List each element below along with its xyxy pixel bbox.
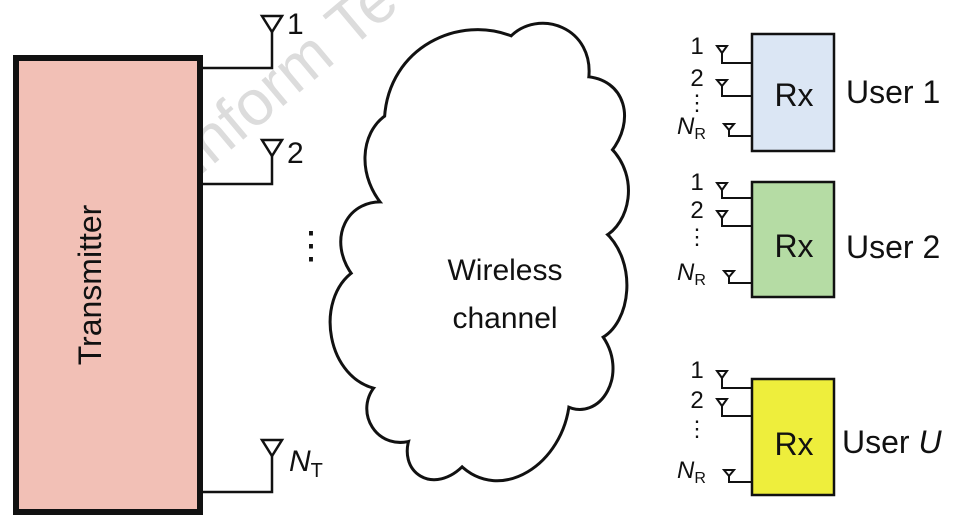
channel-label-line1: Wireless [447,254,562,287]
user-1-rx-box [750,32,836,153]
tx-antenna-nt [203,438,285,494]
user-1-antenna-ellipsis: ⋮ [686,90,708,115]
user-1-antenna-nr-label: NR [677,113,706,143]
user-2-receiver [715,180,836,299]
tx-antenna-1-label: 1 [287,8,304,41]
channel-label-line2: channel [452,302,557,335]
user-u-antenna-1-label: 1 [690,357,703,384]
tx-antenna-nt-label: NT [289,445,323,482]
user-2-antenna-1-label: 1 [690,169,703,196]
user-u-receiver [715,370,836,497]
user-u-name: User U [842,424,942,460]
user-u-antenna-2-label: 2 [690,387,703,414]
transmitter-label: Transmitter [72,204,108,365]
user-u-rx-label: Rx [774,426,813,462]
user-2-name: User 2 [846,229,940,265]
user-u-rx-box [750,377,836,497]
user-2-rx-box [750,180,836,299]
user-1-receiver [714,32,836,153]
user-1-name: User 1 [846,74,940,110]
user-u-antenna-ellipsis: ⋮ [686,416,708,441]
transmitter-block [13,55,203,515]
user-1-antenna-1-label: 1 [690,33,703,60]
wireless-channel-cloud [328,21,630,483]
tx-antenna-2 [203,138,285,186]
user-2-antenna-ellipsis: ⋮ [686,224,708,249]
user-2-antenna-nr-label: NR [677,259,706,289]
user-1-antenna-2-label: 2 [690,65,703,92]
tx-antenna-1 [203,14,285,70]
user-1-rx-label: Rx [774,77,813,113]
tx-antenna-ellipsis: ⋮ [292,225,330,267]
tx-antenna-2-label: 2 [287,137,304,170]
user-2-antenna-2-label: 2 [690,197,703,224]
user-2-rx-label: Rx [774,228,813,264]
user-u-antenna-nr-label: NR [677,457,706,487]
